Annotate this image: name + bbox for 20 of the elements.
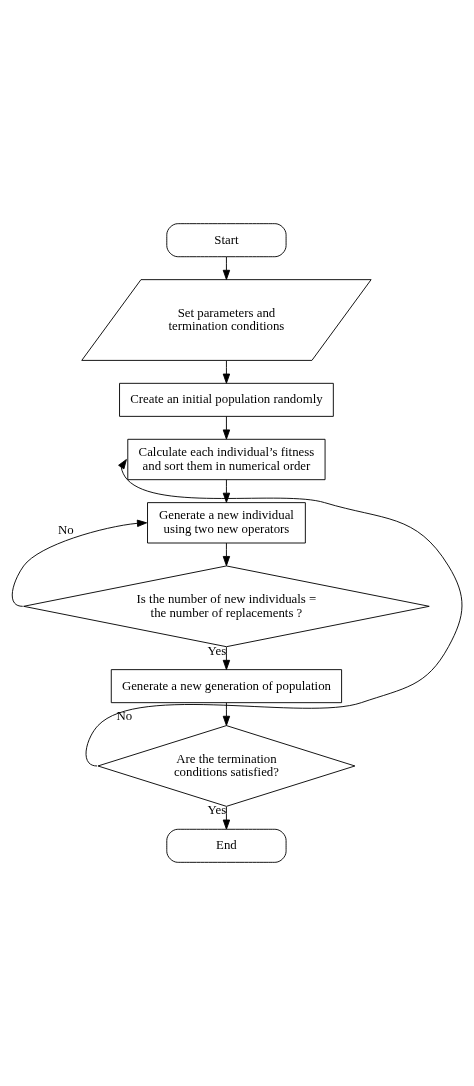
node-box: End [166,828,287,863]
edge-label: No [57,523,74,538]
node-diamond: Is the number of new individuals = the number of replacements ? [23,565,430,648]
node-box: Start [166,223,287,258]
arrow [11,519,148,607]
arrow [222,360,231,384]
node-box: Create an initial population randomly [119,382,334,417]
arrow [222,256,231,280]
edge-label: No [116,708,133,723]
arrow [222,806,231,830]
arrow [222,479,231,503]
arrow [222,646,231,670]
arrow [222,702,231,726]
node-diamond: Are the termination conditions satisfied? [97,725,356,807]
arrow [222,416,231,440]
arrow [222,542,231,567]
node-box: Generate a new individual using two new operators [147,502,306,544]
node-box: Generate a new generation of population [110,669,343,704]
arrow [85,459,463,767]
node-box: Calculate each individual’s fitness and sort them in numerical order [127,438,326,481]
